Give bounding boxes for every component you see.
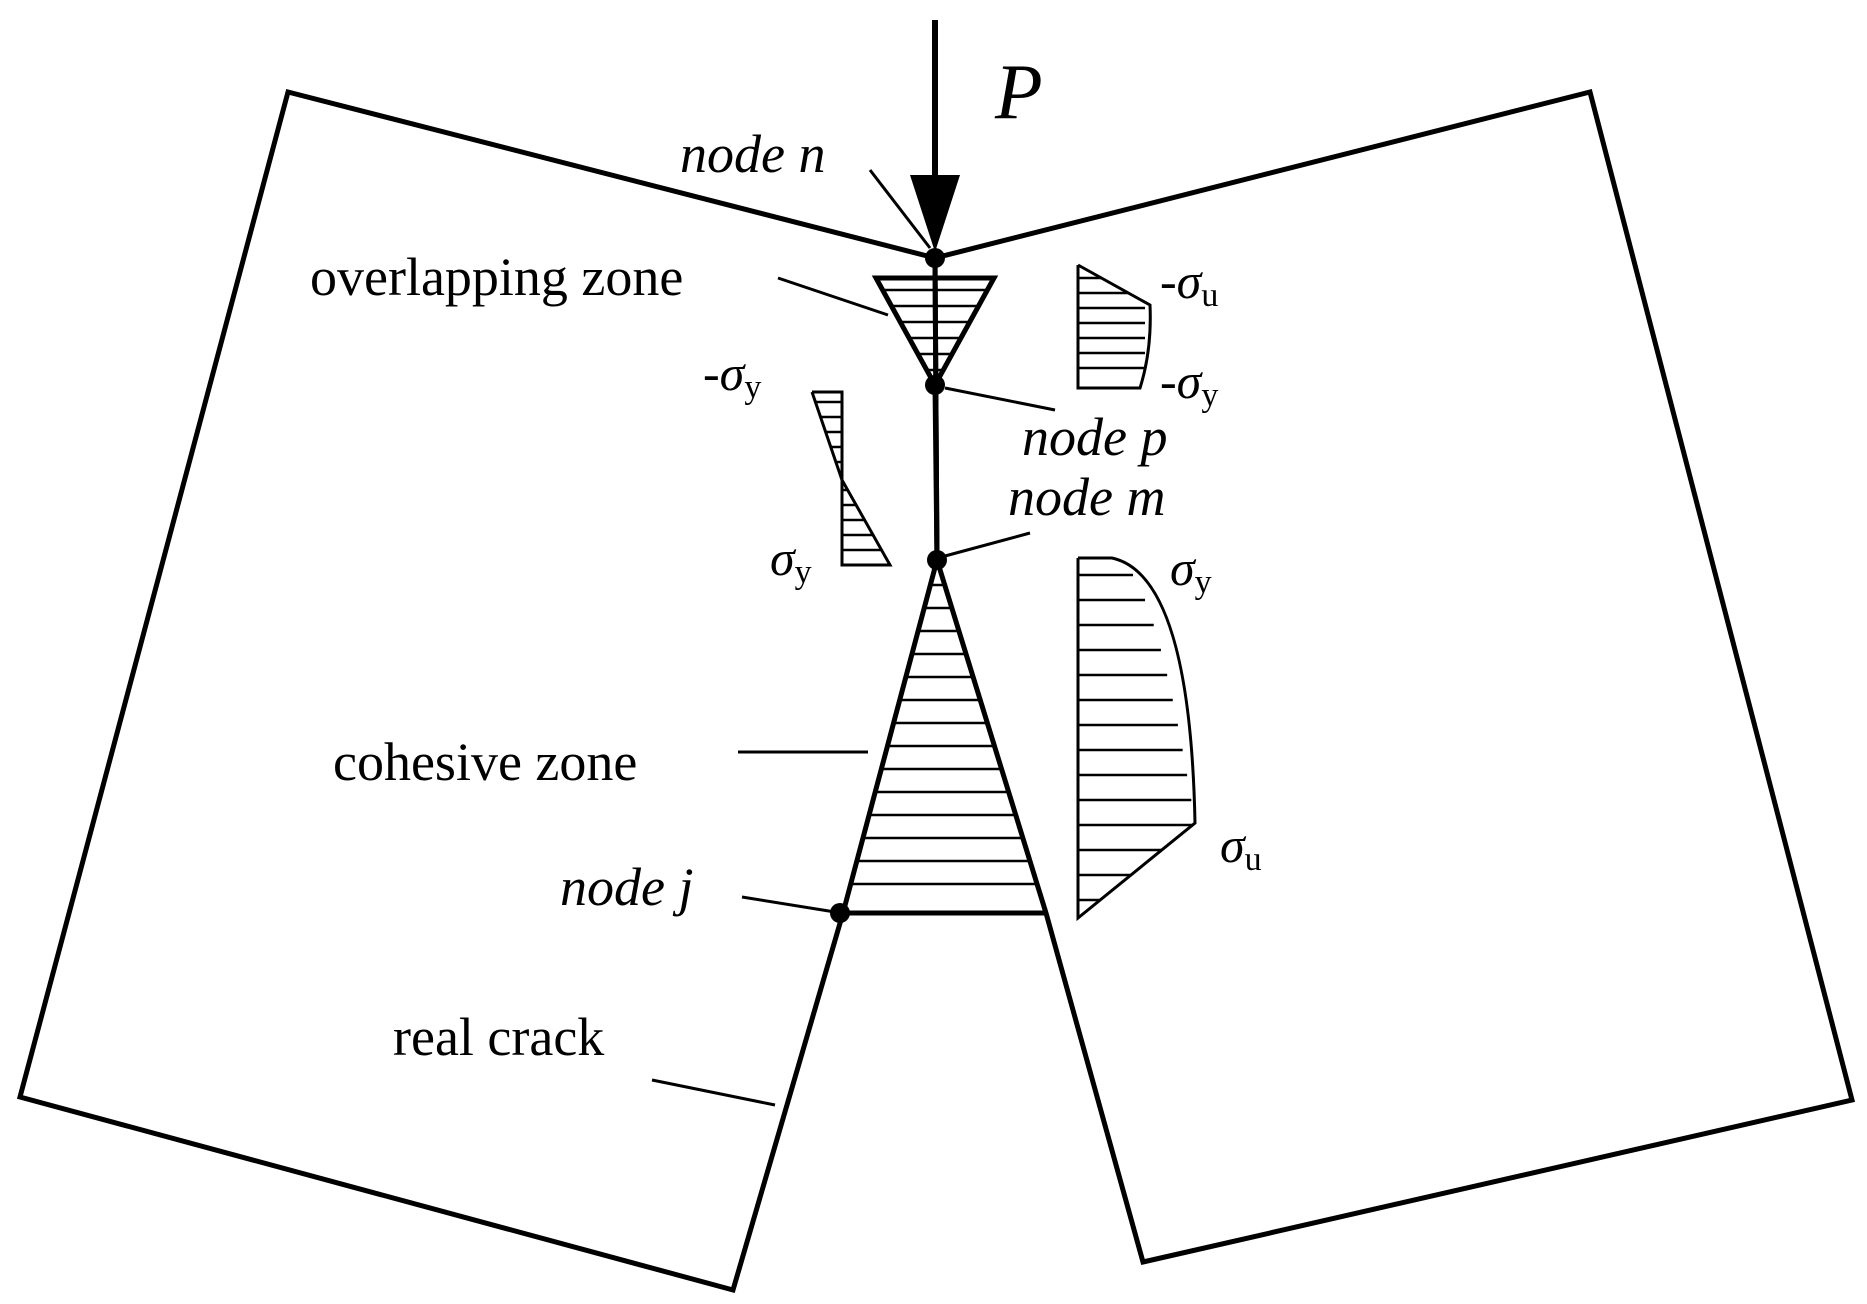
overlap-stress-diagram — [1076, 263, 1152, 390]
cohesive-zone-hatch — [843, 583, 1046, 916]
load-arrow — [910, 20, 960, 252]
ligament-stress-diagram — [810, 390, 893, 567]
right-beam-block — [932, 88, 1856, 1265]
leader-lines — [651, 169, 1056, 1107]
real-crack-label: real crack — [393, 1007, 604, 1067]
crack-ligament — [932, 384, 940, 561]
load-symbol: P — [994, 48, 1043, 135]
stress-label-mid-top: -σy — [703, 345, 761, 406]
node-n-label: node n — [680, 124, 825, 184]
overlapping-zone-triangle — [871, 275, 999, 391]
stress-label-cohesive-top: σy — [1170, 540, 1212, 601]
stress-label-overlap-bottom: -σy — [1160, 353, 1218, 414]
node-m-label: node m — [1008, 467, 1165, 527]
node-m-dot — [927, 550, 947, 570]
stress-label-cohesive-bottom: σu — [1220, 817, 1262, 878]
node-j-label: node j — [560, 857, 693, 917]
overlapping-zone-label: overlapping zone — [310, 247, 683, 307]
cohesive-zone-label: cohesive zone — [333, 732, 637, 792]
node-n-dot — [925, 248, 945, 268]
stress-label-mid-bottom: σy — [770, 530, 812, 591]
node-j-dot — [830, 903, 850, 923]
node-p-label: node p — [1022, 407, 1167, 467]
node-p-dot — [925, 375, 945, 395]
stress-label-overlap-top: -σu — [1160, 253, 1218, 314]
cohesive-stress-diagram — [1076, 556, 1197, 922]
